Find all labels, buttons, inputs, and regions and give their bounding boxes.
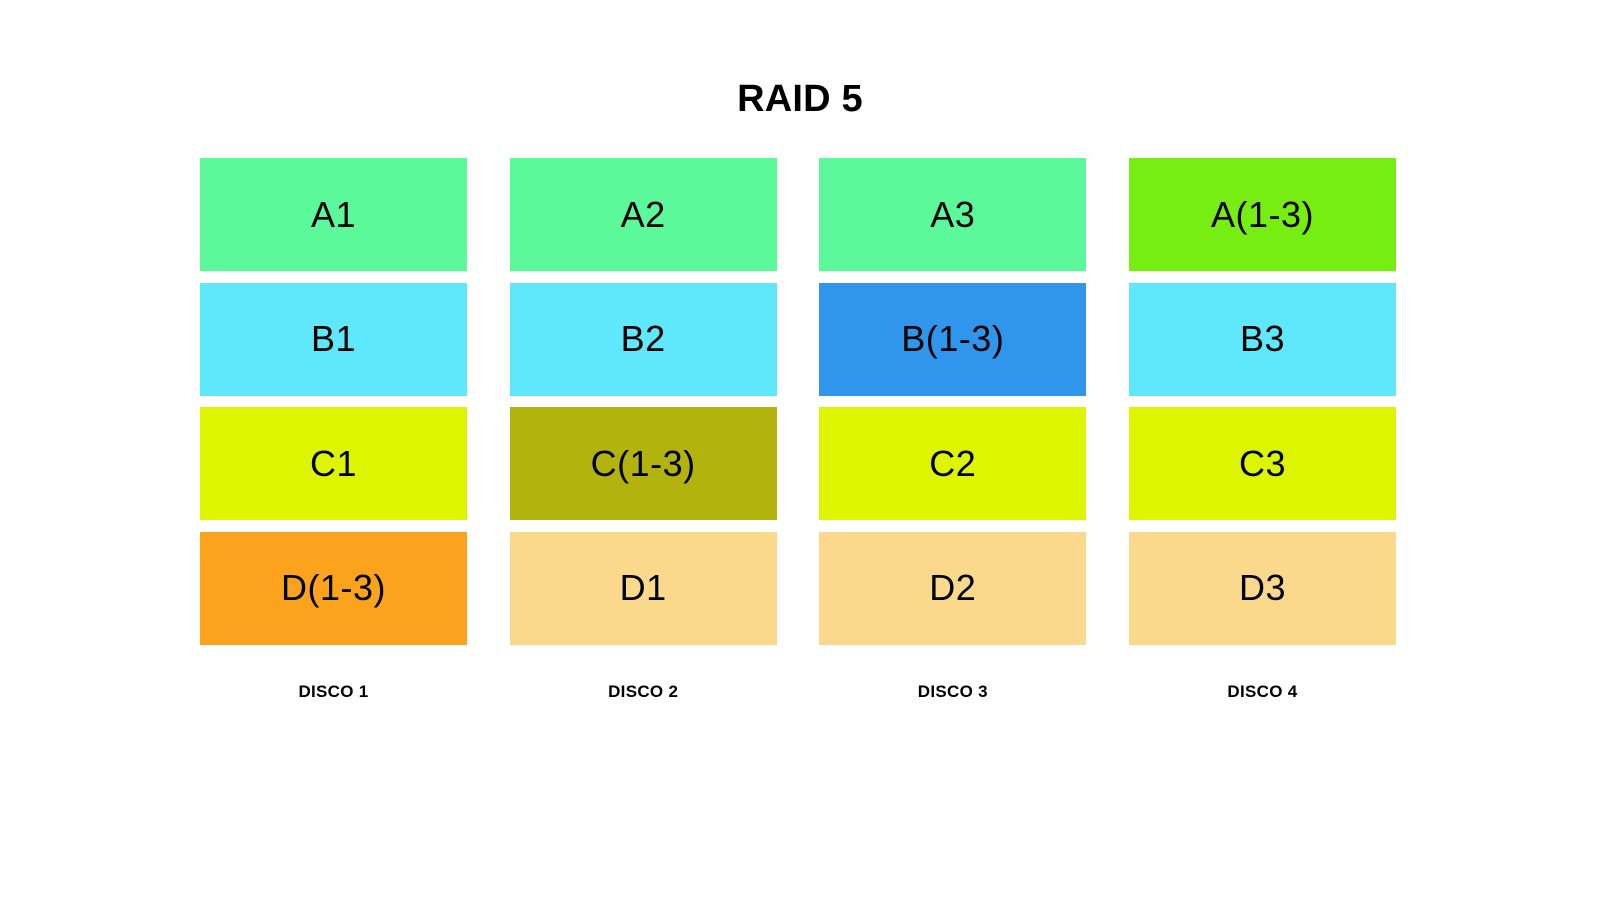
disk-grid: A1 B1 C1 D(1-3) A2 B2 C(1-3) D1 [200,158,1396,645]
stripe-block[interactable]: B2 [509,282,777,396]
stripe-label: D2 [929,567,977,609]
stripe-block[interactable]: B1 [200,282,467,396]
stripe-label: A1 [310,193,357,235]
stripe-label: B2 [620,318,666,360]
stripe-block[interactable]: D2 [819,531,1087,645]
stripe-block[interactable]: D1 [509,531,777,645]
stripe-block[interactable]: C3 [1128,407,1396,521]
stripe-label: B1 [310,318,357,360]
stripe-label: D3 [1238,567,1286,609]
disk-column-4: A(1-3) B3 C3 D3 [1128,158,1396,645]
disk-label-row: DISCO 1 DISCO 2 DISCO 3 DISCO 4 [200,682,1396,702]
stripe-label: A2 [620,193,666,235]
parity-block[interactable]: C(1-3) [509,407,777,521]
parity-block[interactable]: D(1-3) [200,531,467,645]
disk-label-3: DISCO 3 [917,682,988,701]
stripe-label: C(1-3) [590,442,696,484]
stripe-label: A3 [930,193,976,235]
stripe-block[interactable]: A2 [509,158,777,271]
stripe-label: D(1-3) [280,567,386,609]
disk-column-3: A3 B(1-3) C2 D2 [819,158,1087,645]
stripe-block[interactable]: C2 [819,407,1087,521]
stripe-label: C1 [309,442,358,484]
page-title: RAID 5 [737,78,863,120]
stripe-block[interactable]: D3 [1128,531,1396,645]
stripe-block[interactable]: A3 [819,158,1087,271]
stripe-block[interactable]: A1 [200,158,467,271]
stripe-label: B(1-3) [901,318,1005,360]
stripe-label: D1 [619,567,667,609]
disk-column-1: A1 B1 C1 D(1-3) [200,158,467,645]
stripe-label: C3 [1238,442,1286,484]
disk-label-2: DISCO 2 [608,682,679,701]
disk-column-2: A2 B2 C(1-3) D1 [509,158,777,645]
stripe-block[interactable]: B3 [1128,282,1396,396]
disk-label-1: DISCO 1 [298,682,369,701]
stripe-label: B3 [1239,318,1285,360]
stripe-label: C2 [929,442,977,484]
stripe-block[interactable]: C1 [200,407,467,521]
parity-block[interactable]: A(1-3) [1128,158,1396,271]
stripe-label: A(1-3) [1210,193,1314,235]
disk-label-4: DISCO 4 [1227,682,1298,701]
parity-block[interactable]: B(1-3) [819,282,1087,396]
